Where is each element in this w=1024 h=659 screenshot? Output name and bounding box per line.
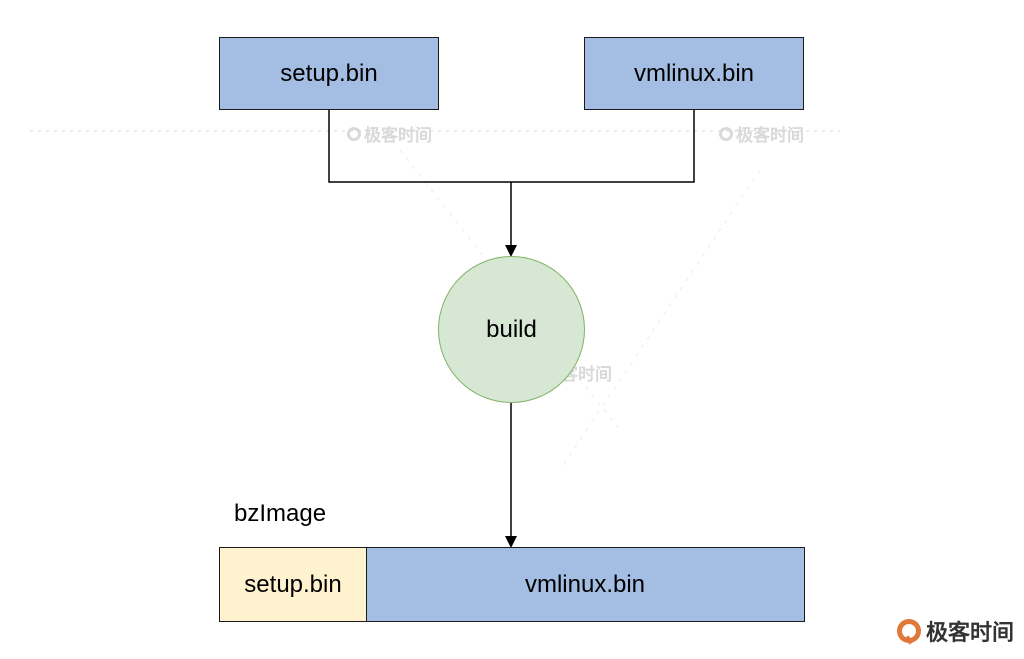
bzimage-vmlinux-segment: vmlinux.bin [365, 547, 805, 622]
watermark: 极客时间 [719, 121, 804, 146]
vmlinux-bin-label: vmlinux.bin [633, 59, 755, 87]
guide-line [559, 169, 761, 471]
bzimage-setup-label: setup.bin [244, 570, 342, 598]
bzimage-vmlinux-label: vmlinux.bin [524, 570, 646, 598]
setup-bin-input-box: setup.bin [219, 37, 439, 110]
setup-bin-label: setup.bin [280, 59, 378, 87]
geektime-watermark-icon [719, 126, 733, 141]
vmlinux-bin-input-box: vmlinux.bin [584, 37, 804, 110]
bzimage-setup-segment: setup.bin [219, 547, 367, 622]
watermark: 极客时间 [347, 121, 432, 146]
geektime-logo-icon [896, 619, 921, 643]
geektime-watermark-icon [347, 126, 361, 141]
brand-logo: 极客时间 [896, 615, 1014, 647]
brand-name: 极客时间 [925, 620, 1014, 645]
build-process-node: build [438, 256, 585, 403]
build-label: build [486, 315, 537, 343]
bzimage-title: bzImage [234, 500, 327, 527]
